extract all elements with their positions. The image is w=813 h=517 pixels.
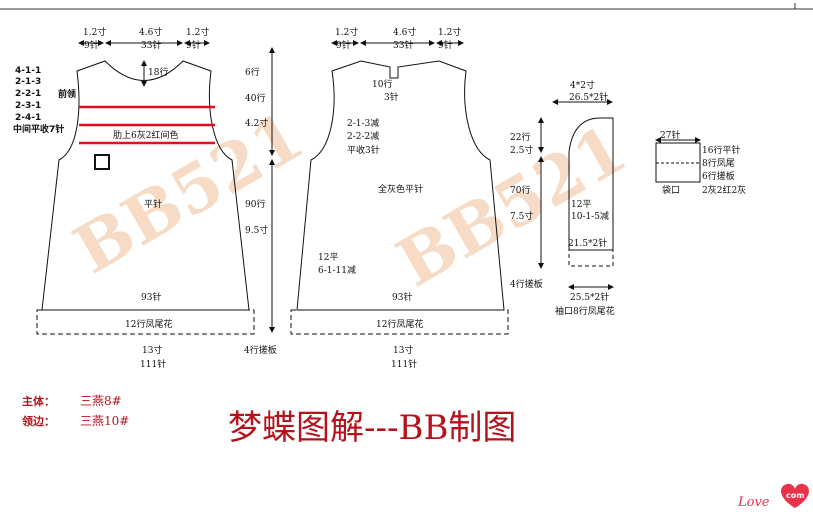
sleeve-cuff-label: 袖口8行凤尾花 bbox=[555, 305, 615, 317]
front-bottom-stitch: 93针 bbox=[141, 291, 161, 303]
back-top-mid-cun: 4.6寸 bbox=[393, 26, 416, 38]
pocket-note-1: 16行平针 bbox=[702, 144, 740, 156]
sleeve-mid-stitch: 21.5*2针 bbox=[568, 237, 607, 249]
sleeve-piece bbox=[568, 117, 614, 267]
back-decrease-2: 2-2-2减 bbox=[347, 130, 379, 142]
sleeve-bottom-stitch: 25.5*2针 bbox=[570, 291, 609, 303]
front-top-left-cun: 1.2寸 bbox=[83, 26, 106, 38]
front-stripe-label: 肋上6灰2红间色 bbox=[113, 129, 178, 141]
back-hem-band bbox=[290, 309, 509, 335]
back-top-left-stitch: 9针 bbox=[336, 39, 351, 51]
front-hem-band-label: 12行凤尾花 bbox=[125, 318, 172, 330]
back-hem-band-label: 12行凤尾花 bbox=[376, 318, 423, 330]
front-top-right-stitch: 9针 bbox=[186, 39, 201, 51]
front-center-cast-off: 中间平收7针 bbox=[13, 123, 64, 135]
measure-rows-40: 40行 bbox=[245, 92, 265, 104]
yarn-collar-value: 三燕10# bbox=[80, 414, 129, 428]
pocket-stitches: 27针 bbox=[660, 129, 680, 141]
front-decrease-3: 2-2-1 bbox=[15, 89, 41, 99]
yarn-collar-label: 领边： bbox=[21, 414, 55, 428]
heart-icon bbox=[781, 483, 809, 508]
front-decrease-4: 2-3-1 bbox=[15, 101, 41, 111]
back-top-right-stitch: 9针 bbox=[438, 39, 453, 51]
back-top-right-cun: 1.2寸 bbox=[438, 26, 461, 38]
sleeve-top-stitch: 26.5*2针 bbox=[569, 91, 608, 103]
love-logo-badge: com bbox=[786, 491, 805, 500]
sleeve-top-cun: 4*2寸 bbox=[570, 79, 595, 91]
front-neck-label: 前领 bbox=[58, 88, 76, 100]
love-logo: Love com bbox=[737, 483, 809, 510]
front-decrease-1: 4-1-1 bbox=[15, 66, 41, 76]
pocket-label: 袋口 bbox=[662, 184, 680, 196]
diagram-title: 梦蝶图解---BB制图 bbox=[228, 408, 516, 448]
front-decrease-2: 2-1-3 bbox=[15, 77, 41, 87]
back-bottom-stitch: 93针 bbox=[392, 291, 412, 303]
back-top-mid-stitch: 33针 bbox=[393, 39, 413, 51]
back-piece bbox=[290, 60, 509, 335]
sleeve-cuff-band bbox=[568, 249, 614, 267]
back-decrease-3: 平收3针 bbox=[347, 144, 380, 156]
sleeve-rows-22: 22行 bbox=[510, 131, 530, 143]
front-pocket-marker bbox=[94, 154, 110, 170]
back-side-rows: 12平 bbox=[318, 252, 338, 263]
front-hem-band bbox=[36, 309, 255, 335]
front-decrease-5: 2-4-1 bbox=[15, 113, 41, 123]
back-top-left-cun: 1.2寸 bbox=[335, 26, 358, 38]
sleeve-side-increase: 10-1-5减 bbox=[571, 210, 609, 222]
sleeve-hem-rows: 4行搓板 bbox=[510, 278, 543, 290]
measure-cun-42: 4.2寸 bbox=[245, 117, 268, 129]
front-bottom-cun: 13寸 bbox=[142, 344, 162, 356]
pocket-piece bbox=[655, 137, 701, 183]
front-top-mid-cun: 4.6寸 bbox=[139, 26, 162, 38]
sleeve-cun-25: 2.5寸 bbox=[510, 144, 533, 156]
back-bottom-cun: 13寸 bbox=[393, 344, 413, 356]
front-top-right-cun: 1.2寸 bbox=[186, 26, 209, 38]
back-outline bbox=[296, 60, 505, 311]
measure-cun-95: 9.5寸 bbox=[245, 224, 268, 236]
back-neck-stitch: 3针 bbox=[384, 91, 399, 103]
back-side-decrease: 6-1-11减 bbox=[318, 264, 356, 276]
pocket-note-3: 6行搓板 bbox=[702, 170, 735, 182]
back-bottom-stitch2: 111针 bbox=[391, 358, 417, 370]
measure-rows-6: 6行 bbox=[245, 66, 260, 78]
sleeve-side-rows: 12平 bbox=[571, 199, 591, 210]
sleeve-dimensions bbox=[538, 99, 614, 290]
front-neck-depth: 18行 bbox=[148, 66, 168, 78]
measure-rows-90: 90行 bbox=[245, 198, 265, 210]
pocket-note-4: 2灰2红2灰 bbox=[702, 184, 746, 196]
yarn-body-value: 三燕8# bbox=[80, 394, 122, 408]
measure-hem-rows: 4行搓板 bbox=[244, 344, 277, 356]
back-neck-rows: 10行 bbox=[372, 78, 392, 90]
sleeve-cun-75: 7.5寸 bbox=[510, 210, 533, 222]
front-body-pattern: 平针 bbox=[144, 198, 162, 210]
sleeve-rows-70: 70行 bbox=[510, 184, 530, 196]
sleeve-outline bbox=[568, 117, 614, 251]
front-top-left-stitch: 9针 bbox=[84, 39, 99, 51]
front-bottom-stitch2: 111针 bbox=[140, 358, 166, 370]
pocket-note-2: 8行凤尾 bbox=[702, 157, 735, 169]
back-body-pattern: 全灰色平针 bbox=[378, 183, 423, 195]
back-decrease-1: 2-1-3减 bbox=[347, 117, 379, 129]
front-top-mid-stitch: 33针 bbox=[141, 39, 161, 51]
love-logo-word: Love bbox=[737, 495, 770, 510]
yarn-body-label: 主体： bbox=[22, 394, 55, 408]
